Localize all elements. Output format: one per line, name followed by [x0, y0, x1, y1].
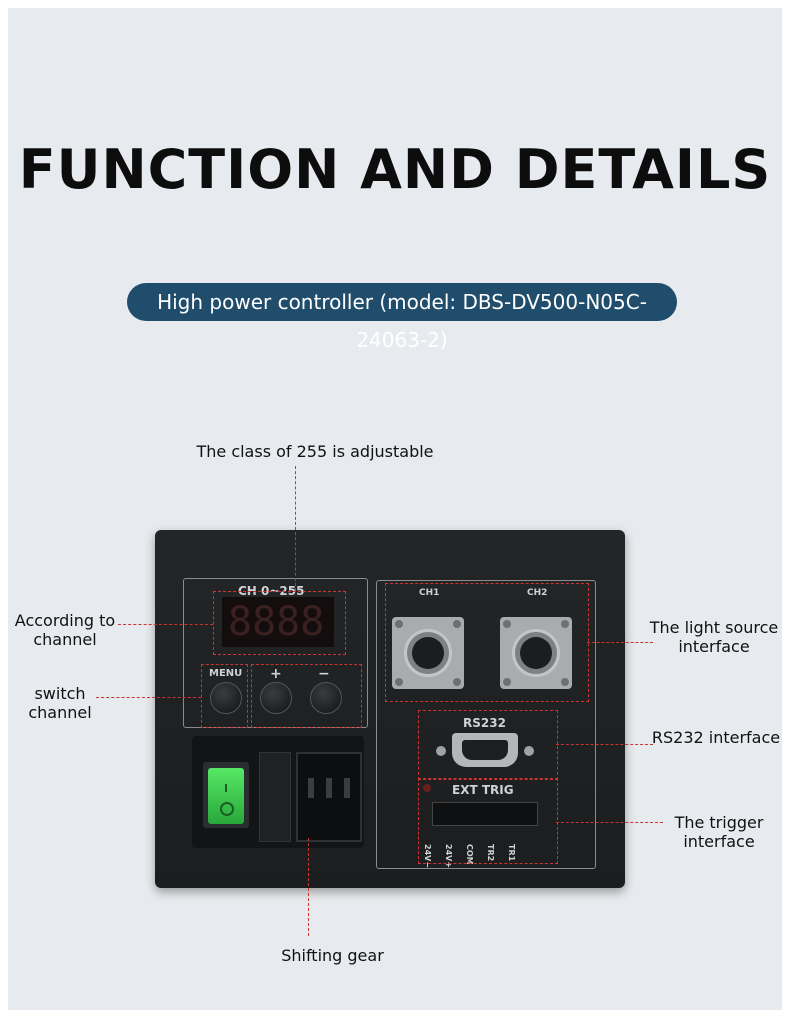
- callout-line-left1: [118, 624, 213, 625]
- minus-label: −: [318, 666, 330, 682]
- ac-socket: [296, 752, 362, 842]
- switch-on-icon: [225, 784, 227, 792]
- ext-trig-label: EXT TRIG: [452, 783, 514, 797]
- minus-button[interactable]: [310, 682, 342, 714]
- callout-line-right2: [556, 744, 653, 745]
- plus-button[interactable]: [260, 682, 292, 714]
- plus-minus-highlight: [251, 664, 362, 728]
- interface-panel: [376, 580, 596, 869]
- subtitle-pill: High power controller (model: DBS-DV500-…: [127, 283, 677, 352]
- callout-channel: According to channel: [14, 611, 116, 649]
- callout-line-right1: [587, 642, 653, 643]
- ch2-label: CH2: [527, 588, 548, 598]
- callout-rs232: RS232 interface: [651, 728, 781, 747]
- menu-label: MENU: [209, 668, 243, 679]
- trigger-led: [423, 784, 431, 792]
- fuse-holder: [259, 752, 291, 842]
- menu-button[interactable]: [210, 682, 242, 714]
- rs232-port[interactable]: [452, 733, 518, 767]
- callout-trigger: The trigger interface: [674, 813, 764, 851]
- trigger-highlight: [418, 778, 558, 864]
- callout-adjustable: The class of 255 is adjustable: [196, 442, 434, 461]
- page-title: FUNCTION AND DETAILS: [18, 138, 772, 201]
- power-switch[interactable]: [208, 768, 244, 824]
- callout-line-top: [295, 466, 296, 591]
- callout-shifting-gear: Shifting gear: [281, 946, 384, 965]
- display-digits: 8888: [228, 599, 325, 645]
- seven-segment-display: 8888: [222, 597, 334, 647]
- callout-line-right3: [556, 822, 663, 823]
- ch1-connector[interactable]: [392, 617, 464, 689]
- callout-line-left2: [96, 697, 201, 698]
- ch1-label: CH1: [419, 588, 440, 598]
- rs232-screw-right: [524, 746, 534, 756]
- rs232-label: RS232: [463, 716, 506, 730]
- switch-off-icon: [220, 802, 234, 816]
- trigger-terminal[interactable]: [432, 802, 538, 826]
- display-highlight: [213, 591, 346, 655]
- callout-line-bottom: [308, 838, 309, 936]
- ch2-connector[interactable]: [500, 617, 572, 689]
- callout-light-source: The light source interface: [649, 618, 779, 656]
- menu-highlight: [201, 664, 248, 728]
- plus-label: +: [270, 666, 282, 682]
- rs232-highlight: [418, 710, 558, 780]
- callout-switch-channel: switch channel: [28, 684, 92, 722]
- connector-highlight: [385, 583, 589, 702]
- rs232-screw-left: [436, 746, 446, 756]
